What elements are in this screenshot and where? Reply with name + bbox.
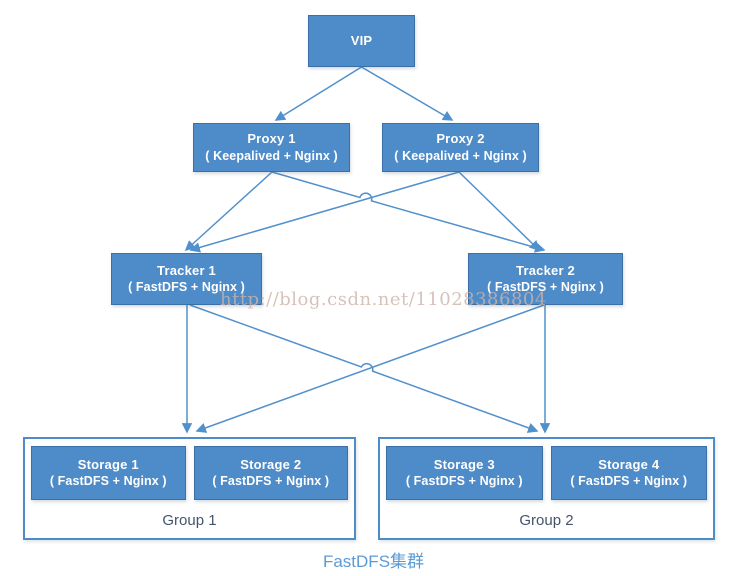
node-storage1-sublabel: ( FastDFS + Nginx ) — [49, 474, 167, 489]
node-proxy1: Proxy 1 ( Keepalived + Nginx ) — [193, 123, 350, 172]
node-tracker1: Tracker 1 ( FastDFS + Nginx ) — [111, 253, 262, 305]
node-storage3-label: Storage 3 — [433, 456, 495, 472]
node-tracker2-label: Tracker 2 — [516, 262, 575, 278]
node-vip: VIP — [308, 15, 415, 67]
group1-container: Storage 1 ( FastDFS + Nginx ) Storage 2 … — [23, 437, 356, 540]
node-proxy2-sublabel: ( Keepalived + Nginx ) — [394, 148, 527, 163]
edge-tracker1-group2 — [189, 304, 539, 433]
node-storage1-label: Storage 1 — [77, 456, 139, 472]
group2-storage-row: Storage 3 ( FastDFS + Nginx ) Storage 4 … — [380, 439, 713, 500]
node-storage2-label: Storage 2 — [240, 456, 302, 472]
node-proxy1-sublabel: ( Keepalived + Nginx ) — [205, 148, 338, 163]
node-proxy2: Proxy 2 ( Keepalived + Nginx ) — [382, 123, 539, 172]
node-proxy2-label: Proxy 2 — [436, 131, 485, 147]
node-proxy1-label: Proxy 1 — [247, 131, 296, 147]
edge-proxy1-tracker2 — [271, 171, 546, 253]
node-storage4: Storage 4 ( FastDFS + Nginx ) — [550, 446, 707, 500]
edge-vip-proxy1 — [274, 66, 362, 121]
group2-container: Storage 3 ( FastDFS + Nginx ) Storage 4 … — [378, 437, 715, 540]
node-storage4-label: Storage 4 — [598, 456, 660, 472]
node-storage2: Storage 2 ( FastDFS + Nginx ) — [193, 446, 348, 500]
group1-storage-row: Storage 1 ( FastDFS + Nginx ) Storage 2 … — [25, 439, 354, 500]
node-tracker1-sublabel: ( FastDFS + Nginx ) — [128, 280, 245, 295]
node-storage4-sublabel: ( FastDFS + Nginx ) — [570, 474, 688, 489]
edge-vip-proxy2 — [361, 66, 454, 121]
group1-label: Group 1 — [162, 512, 217, 529]
node-storage3-sublabel: ( FastDFS + Nginx ) — [405, 474, 523, 489]
node-tracker1-label: Tracker 1 — [157, 262, 216, 278]
node-storage2-sublabel: ( FastDFS + Nginx ) — [212, 474, 330, 489]
node-tracker2: Tracker 2 ( FastDFS + Nginx ) — [468, 253, 623, 305]
group2-label: Group 2 — [519, 512, 574, 529]
edge-proxy2-tracker1 — [189, 171, 460, 253]
edge-proxy1-tracker1 — [184, 171, 273, 252]
node-vip-label: VIP — [350, 33, 373, 49]
edge-tracker2-group1 — [195, 304, 545, 433]
diagram-caption: FastDFS集群 — [322, 552, 425, 571]
edge-proxy2-tracker2 — [458, 171, 541, 252]
node-storage1: Storage 1 ( FastDFS + Nginx ) — [31, 446, 186, 500]
node-storage3: Storage 3 ( FastDFS + Nginx ) — [386, 446, 543, 500]
node-tracker2-sublabel: ( FastDFS + Nginx ) — [487, 280, 604, 295]
